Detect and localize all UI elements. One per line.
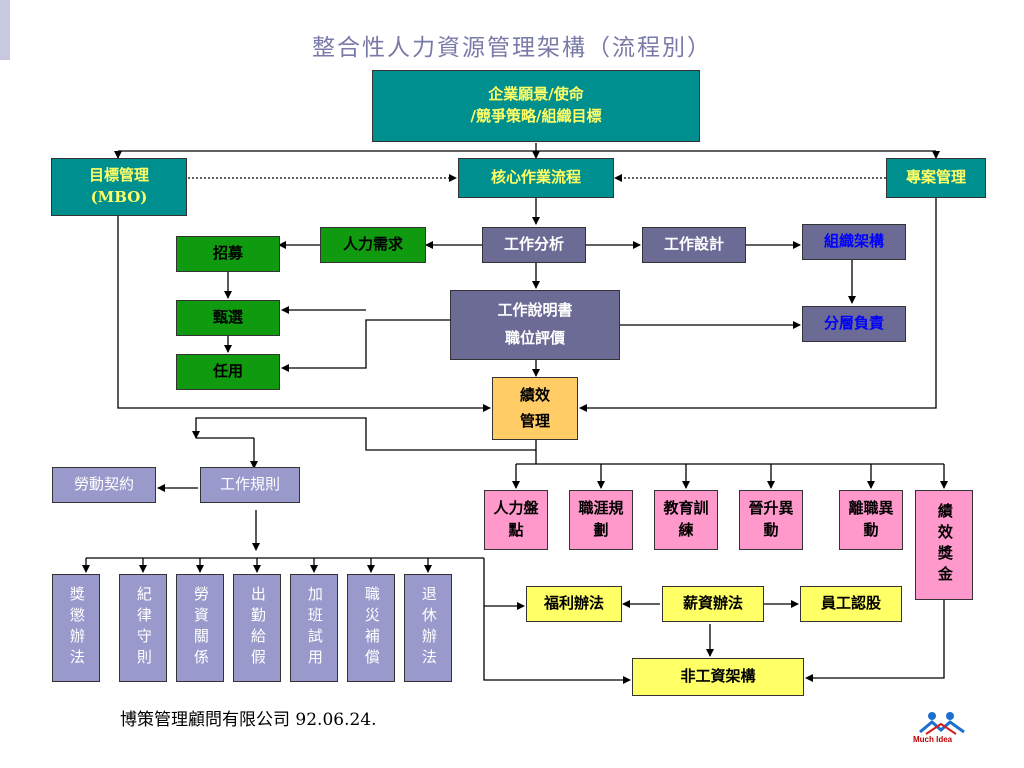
training-box: 教育訓練 [654,490,718,550]
career-planning-label: 職涯規劃 [578,499,624,539]
labor-relations-label: 勞資關係 [191,586,210,670]
hr-inventory-label: 人力盤點 [493,499,539,539]
selection-label: 甄選 [212,308,243,327]
non-salary-box: 非工資架構 [632,658,804,696]
vision-box: 企業願景/使命 /競爭策略/組織目標 [372,70,700,142]
retirement-label: 退休辦法 [419,586,438,670]
resignation-label: 離職異動 [848,499,894,539]
career-planning-box: 職涯規劃 [569,490,633,550]
welfare-label: 福利辦法 [543,594,604,613]
overtime-box: 加班試用 [290,574,338,682]
salary-label: 薪資辦法 [682,594,743,613]
discipline-box: 紀律守則 [119,574,167,682]
performance-line-2: 管理 [519,411,550,430]
injury-comp-label: 職災補償 [362,586,381,670]
delegation-label: 分層負責 [823,314,884,333]
non-salary-label: 非工資架構 [680,667,756,686]
work-rules-label: 工作規則 [219,475,280,494]
page-title: 整合性人力資源管理架構（流程別） [312,35,712,61]
job-analysis-label: 工作分析 [503,235,564,254]
attendance-label: 出勤給假 [248,586,267,670]
core-process-label: 核心作業流程 [490,168,581,187]
mbo-line-2: (MBO) [90,188,148,206]
mbo-line-1: 目標管理 [88,166,149,185]
vision-line-1: 企業願景/使命 [488,85,584,104]
welfare-box: 福利辦法 [526,586,622,622]
promotion-label: 晉升異動 [748,499,794,539]
appointment-box: 任用 [176,354,280,390]
project-mgmt-label: 專案管理 [905,168,966,187]
job-analysis-box: 工作分析 [482,227,586,263]
performance-bonus-label: 績效獎金 [935,503,954,587]
work-rules-box: 工作規則 [200,467,300,503]
labor-contract-label: 勞動契約 [73,475,134,494]
job-design-label: 工作設計 [663,235,724,254]
labor-contract-box: 勞動契約 [52,467,156,503]
appointment-label: 任用 [212,362,243,381]
footer-company: 博策管理顧問有限公司 92.06.24. [120,710,377,730]
job-design-box: 工作設計 [642,227,746,263]
reward-rules-box: 獎懲辦法 [52,574,100,682]
injury-comp-box: 職災補償 [347,574,395,682]
project-mgmt-box: 專案管理 [886,158,986,198]
recruit-label: 招募 [212,244,243,263]
retirement-box: 退休辦法 [404,574,452,682]
performance-line-1: 績效 [519,385,550,404]
manpower-demand-label: 人力需求 [342,235,403,254]
much-idea-logo-icon [919,712,965,735]
delegation-box: 分層負責 [802,306,906,342]
logo-text: Much Idea [913,735,953,744]
mbo-box: 目標管理 (MBO) [51,158,187,216]
vision-line-2: /競爭策略/組織目標 [470,107,602,125]
job-description-line-1: 工作說明書 [497,301,573,320]
performance-bonus-box: 績效獎金 [915,490,973,600]
promotion-box: 晉升異動 [739,490,803,550]
reward-rules-label: 獎懲辦法 [67,586,86,670]
training-label: 教育訓練 [663,499,709,539]
resignation-box: 離職異動 [839,490,903,550]
job-description-box: 工作說明書 職位評價 [450,290,620,360]
hr-inventory-box: 人力盤點 [484,490,548,550]
discipline-label: 紀律守則 [134,586,153,670]
recruit-box: 招募 [176,236,280,272]
job-description-line-2: 職位評價 [504,329,565,347]
core-process-box: 核心作業流程 [458,158,614,198]
labor-relations-box: 勞資關係 [176,574,224,682]
org-structure-box: 組織架構 [802,224,906,260]
slide-corner-accent [0,0,10,60]
salary-box: 薪資辦法 [662,586,764,622]
stock-option-box: 員工認股 [800,586,902,622]
stock-option-label: 員工認股 [820,594,881,613]
org-structure-label: 組織架構 [823,232,884,251]
performance-mgmt-box: 績效 管理 [492,377,578,440]
selection-box: 甄選 [176,300,280,336]
attendance-box: 出勤給假 [233,574,281,682]
overtime-label: 加班試用 [305,586,324,670]
manpower-demand-box: 人力需求 [320,227,426,263]
